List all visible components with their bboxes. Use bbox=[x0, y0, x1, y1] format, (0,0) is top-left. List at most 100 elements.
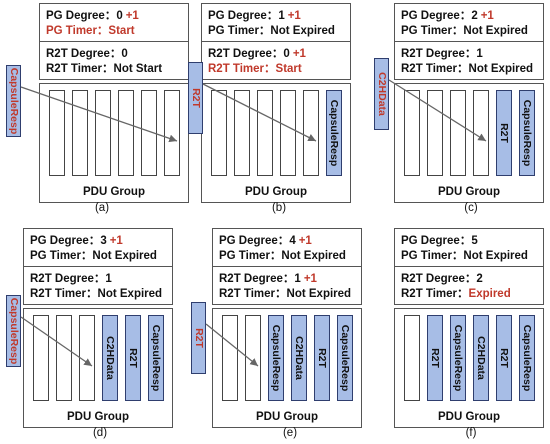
incoming-pdu: CapsuleResp bbox=[6, 295, 21, 367]
pg-timer-label: PG Timer： bbox=[401, 25, 464, 37]
pg-degree-line: PG Degree：0+1 bbox=[46, 9, 139, 23]
pdu-slot-label: CapsuleResp bbox=[452, 324, 464, 392]
pdu-slot: R2T bbox=[427, 315, 443, 401]
pg-degree-delta: +1 bbox=[480, 10, 494, 22]
pdu-slot bbox=[56, 315, 72, 401]
pdu-slot-label: CapsuleResp bbox=[328, 99, 340, 167]
pg-degree-value: 0 bbox=[116, 10, 123, 22]
pg-degree-delta: +1 bbox=[298, 235, 312, 247]
r2t-degree-label: R2T Degree： bbox=[30, 273, 106, 285]
panel-caption: (e) bbox=[282, 427, 298, 439]
incoming-pdu: C2HData bbox=[374, 58, 389, 130]
panel-caption: (b) bbox=[271, 202, 287, 214]
pdu-slot: CapsuleResp bbox=[519, 315, 535, 401]
pdu-slot bbox=[245, 315, 261, 401]
pg-timer-line: PG Timer：Not Expired bbox=[219, 249, 346, 263]
pdu-slot: R2T bbox=[125, 315, 141, 401]
r2t-degree-label: R2T Degree： bbox=[401, 273, 477, 285]
pdu-slot bbox=[211, 90, 227, 176]
pdu-group-label: PDU Group bbox=[67, 411, 129, 423]
pg-timer-label: PG Timer： bbox=[30, 250, 93, 262]
pdu-slot bbox=[118, 90, 134, 176]
r2t-degree-value: 2 bbox=[476, 273, 483, 285]
pdu-slot: CapsuleResp bbox=[519, 90, 535, 176]
pg-degree-line: PG Degree：3+1 bbox=[30, 234, 123, 248]
incoming-pdu: CapsuleResp bbox=[6, 65, 21, 137]
pdu-slot-label: R2T bbox=[429, 348, 441, 368]
r2t-degree-value: 0 bbox=[283, 48, 290, 60]
pdu-slot: CapsuleResp bbox=[268, 315, 284, 401]
pg-degree-label: PG Degree： bbox=[46, 10, 117, 22]
pg-degree-label: PG Degree： bbox=[401, 235, 472, 247]
pdu-slot-label: CapsuleResp bbox=[339, 324, 351, 392]
pdu-slot: C2HData bbox=[102, 315, 118, 401]
pdu-slot: R2T bbox=[496, 315, 512, 401]
pdu-slot-label: CapsuleResp bbox=[150, 324, 162, 392]
pg-degree-label: PG Degree： bbox=[219, 235, 290, 247]
pg-degree-line: PG Degree：4+1 bbox=[219, 234, 312, 248]
pdu-group-label: PDU Group bbox=[438, 186, 500, 198]
pdu-slot bbox=[404, 315, 420, 401]
pdu-slot: R2T bbox=[314, 315, 330, 401]
pdu-slot bbox=[280, 90, 296, 176]
panel-caption: (c) bbox=[464, 202, 478, 214]
pdu-slot bbox=[234, 90, 250, 176]
r2t-timer-value: Not Expired bbox=[468, 63, 534, 75]
pg-degree-value: 3 bbox=[100, 235, 107, 247]
pdu-slots: CapsuleResp bbox=[211, 90, 342, 178]
r2t-degree-delta: +1 bbox=[303, 273, 317, 285]
pdu-slot: CapsuleResp bbox=[148, 315, 164, 401]
pdu-slot bbox=[257, 90, 273, 176]
r2t-timer-label: R2T Timer： bbox=[208, 63, 276, 75]
pdu-slot bbox=[95, 90, 111, 176]
pg-degree-value: 5 bbox=[471, 235, 478, 247]
r2t-degree-label: R2T Degree： bbox=[46, 48, 122, 60]
pdu-slot bbox=[222, 315, 238, 401]
r2t-degree-value: 1 bbox=[294, 273, 301, 285]
r2t-timer-label: R2T Timer： bbox=[219, 288, 287, 300]
r2t-timer-line: R2T Timer：Expired bbox=[401, 287, 511, 301]
r2t-timer-line: R2T Timer：Not Expired bbox=[219, 287, 351, 301]
pdu-slot-label: R2T bbox=[498, 348, 510, 368]
r2t-timer-line: R2T Timer：Not Expired bbox=[401, 62, 533, 76]
pdu-slot-label: C2HData bbox=[104, 336, 116, 380]
incoming-pdu: R2T bbox=[188, 62, 203, 134]
r2t-timer-line: R2T Timer：Not Expired bbox=[30, 287, 162, 301]
r2t-degree-line: R2T Degree：2 bbox=[401, 272, 483, 286]
r2t-timer-line: R2T Timer：Not Start bbox=[46, 62, 162, 76]
pg-timer-label: PG Timer： bbox=[208, 25, 271, 37]
pg-degree-label: PG Degree： bbox=[401, 10, 472, 22]
pdu-slot bbox=[49, 90, 65, 176]
status-box: PG Degree：2+1 PG Timer： Not Expired R2T Deg… bbox=[394, 3, 544, 80]
panel-caption: (d) bbox=[92, 427, 108, 439]
r2t-degree-label: R2T Degree： bbox=[208, 48, 284, 60]
pg-timer-value: Not Expired bbox=[463, 250, 528, 262]
pdu-slot-label: C2HData bbox=[475, 336, 487, 380]
pdu-slot bbox=[79, 315, 95, 401]
r2t-timer-value: Not Start bbox=[113, 63, 163, 75]
r2t-degree-line: R2T Degree：0 bbox=[46, 47, 128, 61]
pg-timer-line: PG Timer：Not Expired bbox=[401, 249, 528, 263]
r2t-timer-label: R2T Timer： bbox=[401, 288, 469, 300]
status-divider bbox=[202, 41, 350, 42]
pdu-slot bbox=[473, 90, 489, 176]
r2t-timer-label: R2T Timer： bbox=[46, 63, 114, 75]
pg-degree-label: PG Degree： bbox=[208, 10, 279, 22]
r2t-degree-value: 1 bbox=[105, 273, 112, 285]
r2t-degree-label: R2T Degree： bbox=[401, 48, 477, 60]
incoming-pdu-label: CapsuleResp bbox=[7, 67, 20, 135]
pg-degree-delta: +1 bbox=[287, 10, 301, 22]
status-divider bbox=[213, 266, 361, 267]
pg-degree-value: 2 bbox=[471, 10, 478, 22]
incoming-pdu-label: R2T bbox=[189, 88, 202, 108]
pdu-group-label: PDU Group bbox=[438, 411, 500, 423]
r2t-degree-line: R2T Degree：0+1 bbox=[208, 47, 306, 61]
r2t-timer-label: R2T Timer： bbox=[401, 63, 469, 75]
pg-degree-delta: +1 bbox=[125, 10, 139, 22]
pg-degree-value: 1 bbox=[278, 10, 285, 22]
status-divider bbox=[24, 266, 172, 267]
incoming-pdu: R2T bbox=[191, 302, 206, 374]
